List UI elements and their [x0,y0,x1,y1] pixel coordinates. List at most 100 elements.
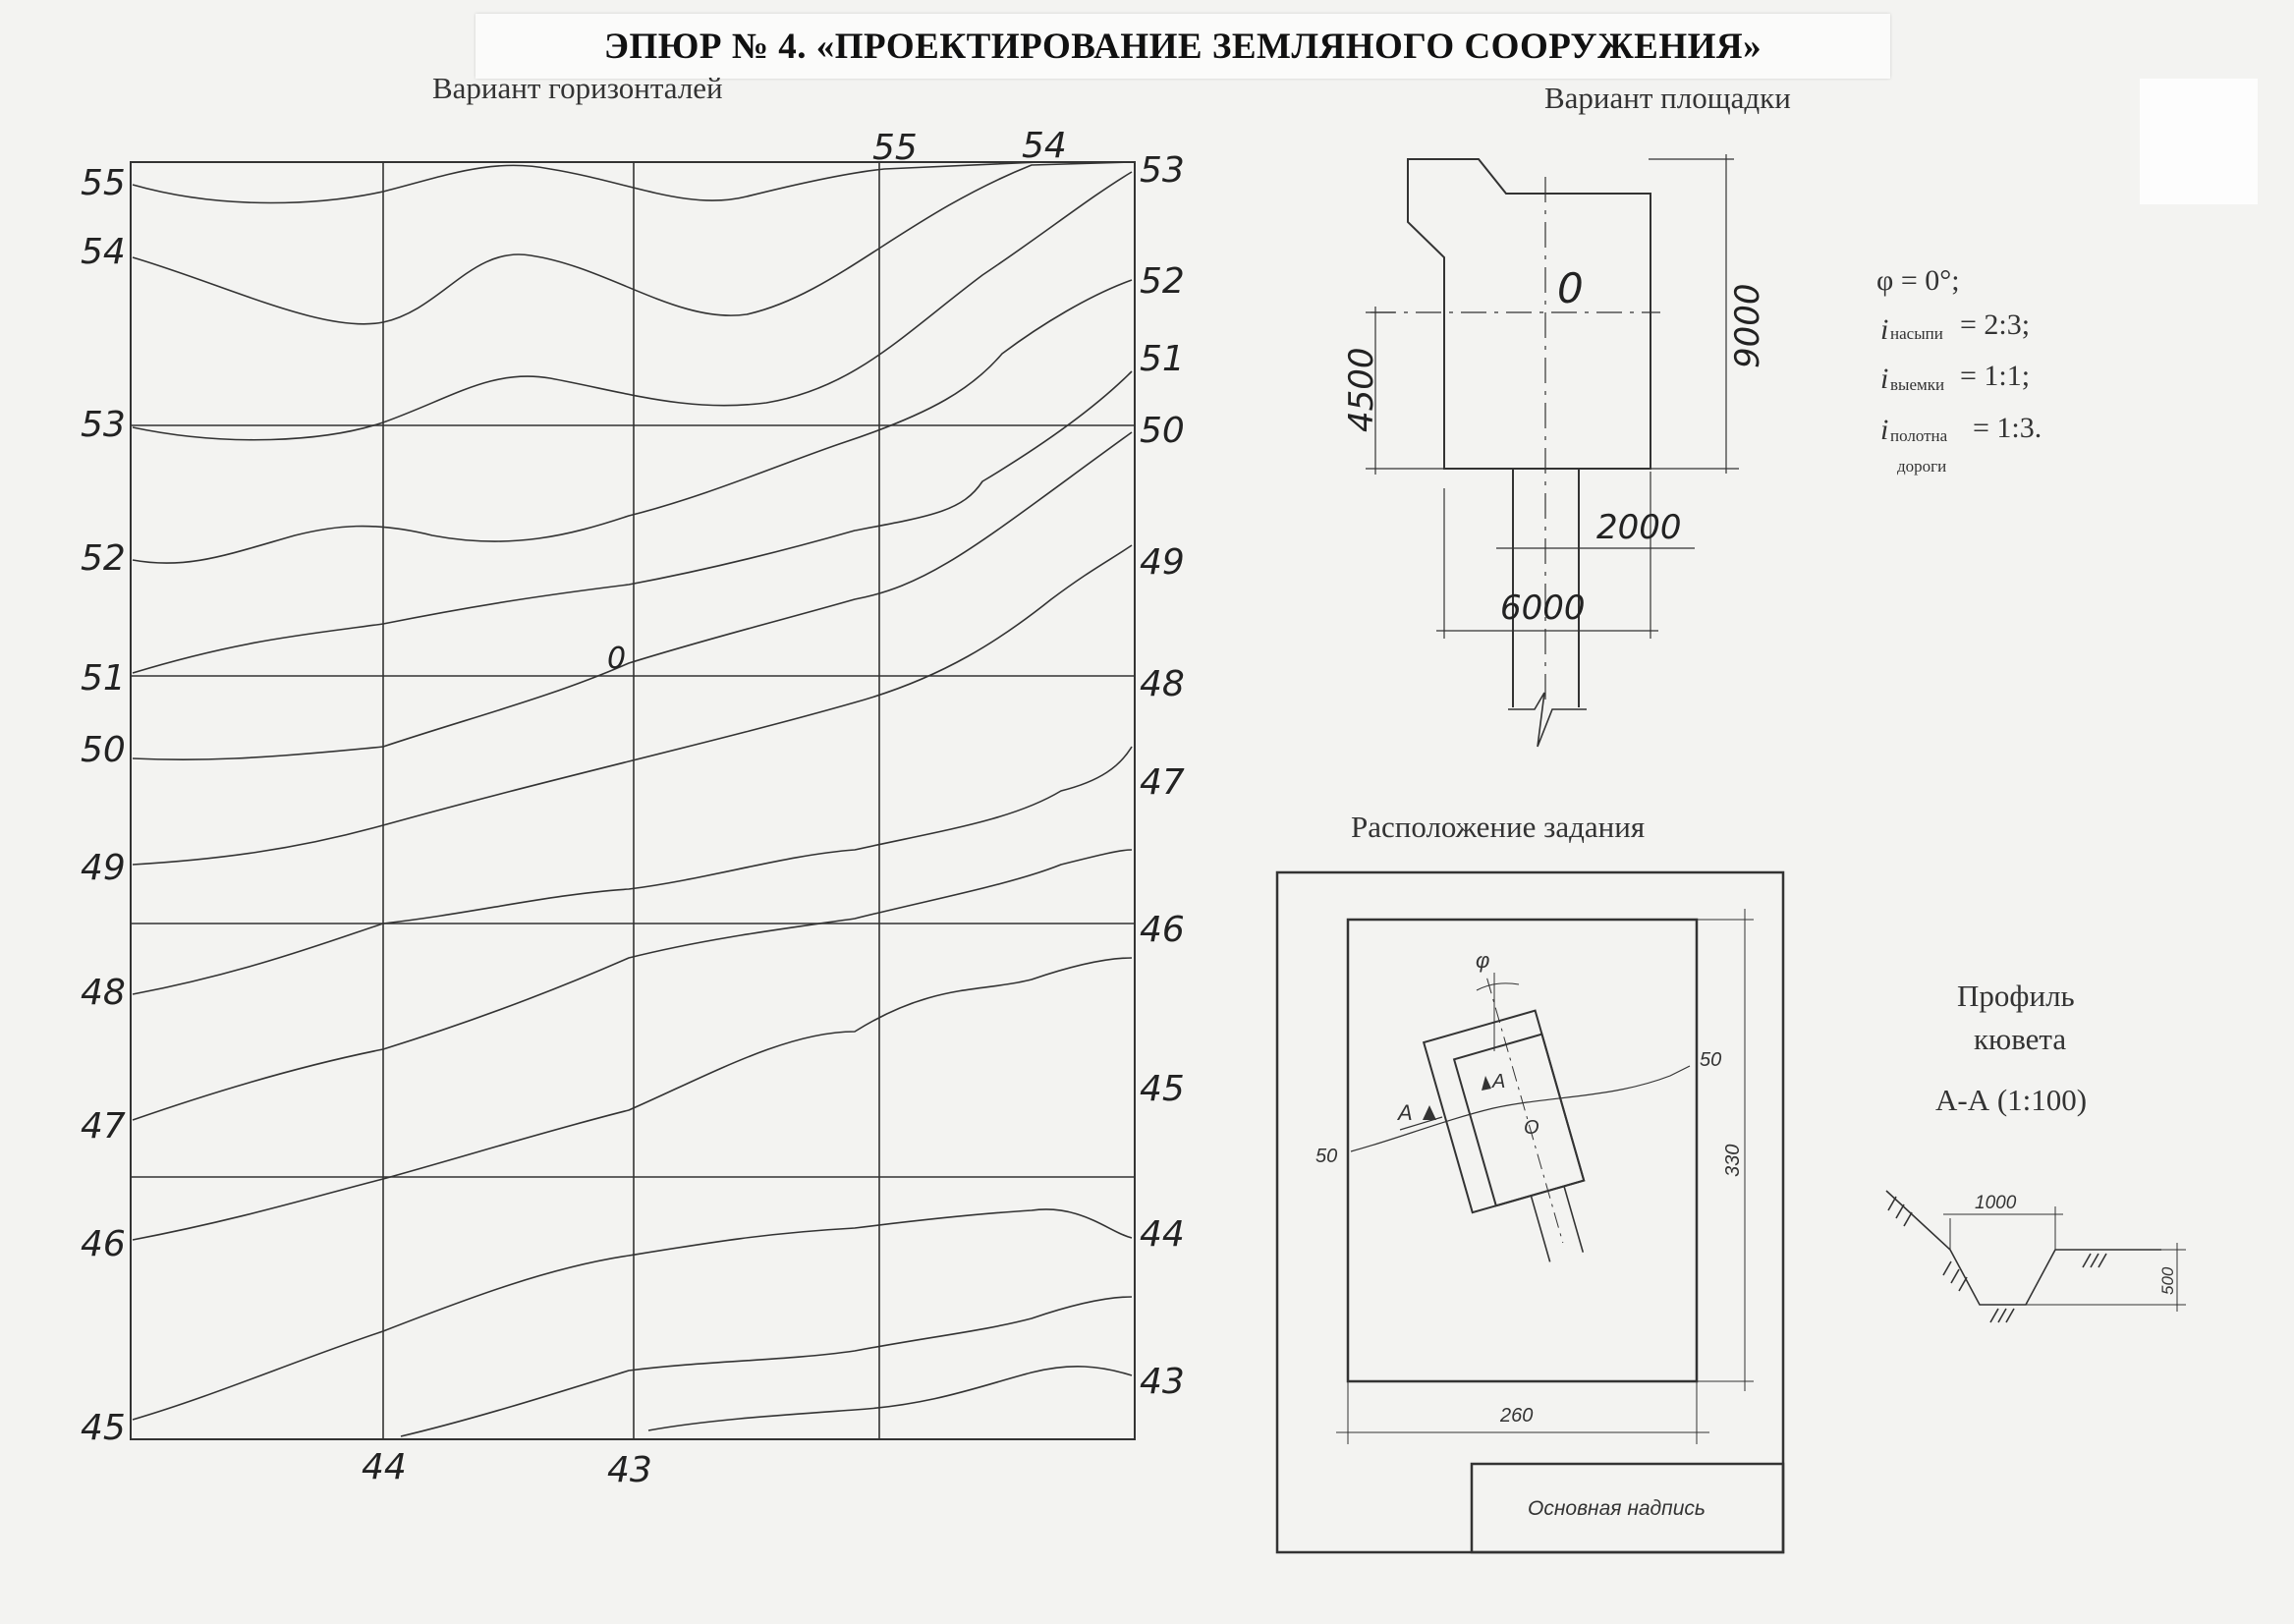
param-fill-value: = 2:3; [1960,308,2030,341]
param-road-subscript: полотна [1890,426,1948,445]
contour-52 [132,279,1133,564]
right-label-48: 48 [1140,664,1185,704]
bottom-label-44: 44 [362,1447,407,1487]
hatch-8 [1997,1308,2007,1323]
ditch-heading-line2: кювета [1974,1022,2066,1056]
contour-plan [130,161,1136,1440]
site-heading: Вариант площадки [1544,81,1791,115]
contour-46 [132,957,1133,1241]
right-label-49: 49 [1140,542,1185,583]
right-label-53: 53 [1140,150,1185,191]
hatch-12 [2098,1253,2107,1268]
layout-section-label-left: A [1396,1100,1413,1125]
right-label-52: 52 [1140,261,1185,302]
layout-work-frame [1346,918,1699,1383]
title-block-frame [1470,1462,1785,1554]
left-label-49: 49 [81,848,126,888]
param-road-symbol: i [1880,414,1888,446]
hatch-4 [1942,1260,1952,1276]
plan-point-0: 0 [607,642,626,676]
layout-dim-330: 330 [1722,1145,1744,1177]
left-label-47: 47 [81,1106,126,1147]
slope-parameters: φ = 0°; i насыпи = 2:3; i выемки = 1:1; … [1876,264,2042,476]
left-label-50: 50 [81,730,126,770]
contour-43 [647,1366,1133,1431]
layout-point-label: O [1524,1117,1539,1139]
contour-54 [132,161,1131,325]
layout-sheet-frame [1275,870,1785,1554]
ditch-heading-line1: Профиль [1957,979,2075,1013]
ditch-profile [1885,1190,2186,1323]
section-arrow-left [1423,1105,1436,1120]
right-label-47: 47 [1140,762,1185,803]
hatch-2 [1895,1204,1905,1219]
site-outline [1407,158,1651,470]
contour-55 [132,161,1040,204]
hatch-7 [1989,1308,1999,1323]
title-banner: ЭПЮР № 4. «ПРОЕКТИРОВАНИЕ ЗЕМЛЯНОГО СООР… [476,14,1890,79]
right-label-44: 44 [1140,1214,1185,1255]
param-cut-subscript: выемки [1890,375,1944,394]
plan-frame [130,161,1136,1440]
contour-51 [132,370,1133,674]
rotated-site [1422,978,1586,1262]
site-center-label: 0 [1557,264,1584,312]
param-cut-value: = 1:1; [1960,360,2030,392]
left-label-53: 53 [81,405,126,445]
contour-plan-heading: Вариант горизонталей [432,71,723,105]
road-break-mark [1508,692,1587,748]
hatch-5 [1950,1268,1960,1284]
left-label-52: 52 [81,538,126,579]
layout-phi-label: φ [1476,948,1489,973]
param-fill-symbol: i [1880,313,1888,346]
page-title: ЭПЮР № 4. «ПРОЕКТИРОВАНИЕ ЗЕМЛЯНОГО СООР… [603,26,1762,67]
title-block-label: Основная надпись [1528,1497,1706,1520]
hatch-6 [1958,1276,1968,1292]
bottom-label-43: 43 [607,1450,652,1490]
layout-section-label-right: A [1491,1071,1505,1092]
layout-contour-50 [1350,1065,1691,1152]
rotated-site-axis [1486,978,1564,1244]
site-dim-9000: 9000 [1728,283,1767,368]
phi-arc [1476,982,1520,991]
rotated-site-inner [1452,1033,1586,1207]
top-label-54: 54 [1022,126,1067,166]
contour-45 [132,1208,1133,1421]
hatch-11 [2090,1253,2099,1268]
left-label-54: 54 [81,232,126,272]
rotated-road-right [1563,1186,1585,1253]
hatch-10 [2082,1253,2092,1268]
left-label-48: 48 [81,973,126,1013]
right-label-45: 45 [1140,1069,1185,1109]
section-arrow-right [1482,1076,1491,1091]
hatch-9 [2005,1308,2015,1323]
hatch-3 [1903,1211,1913,1227]
contour-47 [132,849,1133,1121]
site-dim-4500: 4500 [1342,347,1381,432]
left-label-46: 46 [81,1224,126,1264]
top-label-55: 55 [872,128,918,168]
left-label-51: 51 [81,658,126,699]
contour-48 [132,746,1133,995]
right-label-43: 43 [1140,1362,1185,1402]
param-cut-symbol: i [1880,363,1888,395]
paper-fragment [2140,79,2258,204]
right-label-46: 46 [1140,910,1185,950]
rotated-site-outer [1422,1009,1586,1214]
right-label-51: 51 [1140,339,1185,379]
contour-53 [132,171,1133,441]
layout-dim-260: 260 [1499,1405,1533,1427]
ditch-dim-500: 500 [2158,1266,2177,1295]
contour-50 [132,431,1133,761]
left-label-55: 55 [81,163,126,203]
ditch-section-line [1885,1190,2161,1306]
rotated-road-left [1530,1195,1551,1262]
layout-contour-label-left: 50 [1315,1146,1337,1167]
site-dim-2000: 2000 [1596,508,1682,547]
layout-contour-label-right: 50 [1700,1049,1721,1071]
right-label-50: 50 [1140,411,1185,451]
site-plan [1366,154,1739,748]
layout-heading: Расположение задания [1351,810,1645,844]
contour-49 [132,544,1133,866]
